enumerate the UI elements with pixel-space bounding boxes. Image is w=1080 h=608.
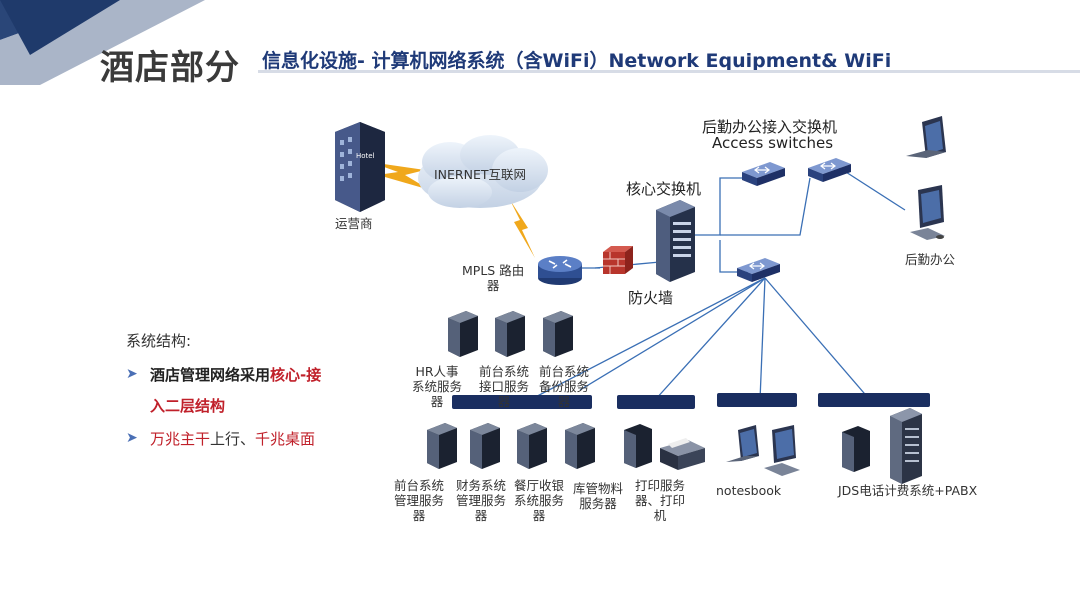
server-label-finance: 财务系统 管理服务 器 [455,478,506,523]
laptop-icon [906,116,946,158]
isp-building-icon: Hotel [335,122,385,212]
server-icon [543,311,573,357]
desktop-computer-icon [764,425,800,476]
title-underline [258,70,1080,73]
router-icon [538,256,582,285]
server-label-inventory: 库管物料 服务器 [572,481,623,511]
laptop-icon [726,425,759,462]
server-icon [495,311,525,357]
page-title: 酒店部分 [100,48,240,88]
notebook-label: notesbook [716,483,782,498]
print-server-label: 打印服务 器、打印 机 [634,478,685,523]
svg-text:Hotel: Hotel [356,152,375,160]
bullet-item-1-cont: 入二层结构 [150,397,226,415]
page-subtitle: 信息化设施- 计算机网络系统（含WiFi）Network Equipment& … [262,50,892,72]
server-label-restaurant-pos: 餐厅收银 系统服务 器 [513,478,564,523]
bullet-arrow-icon: ➤ [126,430,138,446]
access-switch-label-cn: 后勤办公接入交换机 [702,118,838,136]
server-icon [470,423,500,469]
desktop-computer-icon [910,185,945,240]
firewall-icon [603,246,633,274]
server-label-hr: HR人事 系统服务 器 [411,364,462,409]
access-switch-icon [742,162,785,186]
pabx-rack-icon [890,408,922,484]
firewall-label: 防火墙 [628,289,674,307]
switch-bar [617,395,695,409]
internet-cloud-icon [418,135,548,208]
backoffice-label: 后勤办公 [905,252,956,267]
server-label-frontdesk-mgmt: 前台系统 管理服务 器 [393,478,444,523]
bullets-heading: 系统结构: [126,332,192,350]
lightning-bolt [370,162,430,190]
server-icon [624,424,652,468]
bullet-item-1: 酒店管理网络采用核心-接 [150,366,322,384]
internet-label: INERNET互联网 [434,167,527,182]
server-icon [448,311,478,357]
bullet-item-2: 万兆主干上行、千兆桌面 [150,430,316,448]
switch-bar [818,393,930,407]
router-label: MPLS 路由 器 [462,263,525,293]
jds-label: JDS电话计费系统+PABX [838,483,978,498]
switch-bar [452,395,592,409]
distribution-switch-icon [737,258,780,282]
server-label-frontdesk-interface: 前台系统 接口服务 器 [478,364,529,409]
server-icon [517,423,547,469]
access-switch-icon [808,158,851,182]
corner-banner [0,0,205,85]
server-icon [565,423,595,469]
core-switch-icon [656,200,695,282]
switch-bar [717,393,797,407]
server-icon [427,423,457,469]
bullet-arrow-icon: ➤ [126,366,138,382]
printer-icon [660,438,705,470]
isp-label: 运营商 [335,216,373,231]
core-switch-label: 核心交换机 [626,180,702,198]
lightning-bolt [510,200,535,258]
access-switch-label-en: Access switches [712,134,834,152]
server-label-frontdesk-backup: 前台系统 备份服务 器 [538,364,589,409]
server-icon [842,426,870,472]
